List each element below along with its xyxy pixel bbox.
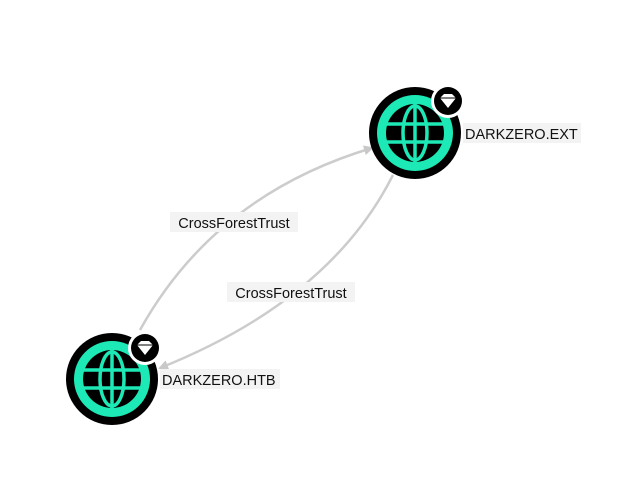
edge-label-1[interactable]: CrossForestTrust	[170, 212, 298, 232]
node-darkzero-htb[interactable]: DARKZERO.HTB	[66, 331, 280, 425]
globe-icon	[83, 350, 141, 408]
node-darkzero-ext[interactable]: DARKZERO.EXT	[369, 84, 581, 179]
node-label: DARKZERO.EXT	[465, 127, 578, 143]
svg-text:CrossForestTrust: CrossForestTrust	[235, 286, 346, 302]
gem-icon	[128, 331, 162, 365]
gem-icon	[431, 84, 465, 118]
svg-text:CrossForestTrust: CrossForestTrust	[178, 216, 289, 232]
node-label: DARKZERO.HTB	[162, 373, 276, 389]
globe-icon	[386, 104, 444, 162]
edge-htb-to-ext[interactable]	[138, 145, 374, 331]
edge-ext-to-htb[interactable]	[158, 174, 395, 370]
edge-label-2[interactable]: CrossForestTrust	[227, 282, 355, 302]
